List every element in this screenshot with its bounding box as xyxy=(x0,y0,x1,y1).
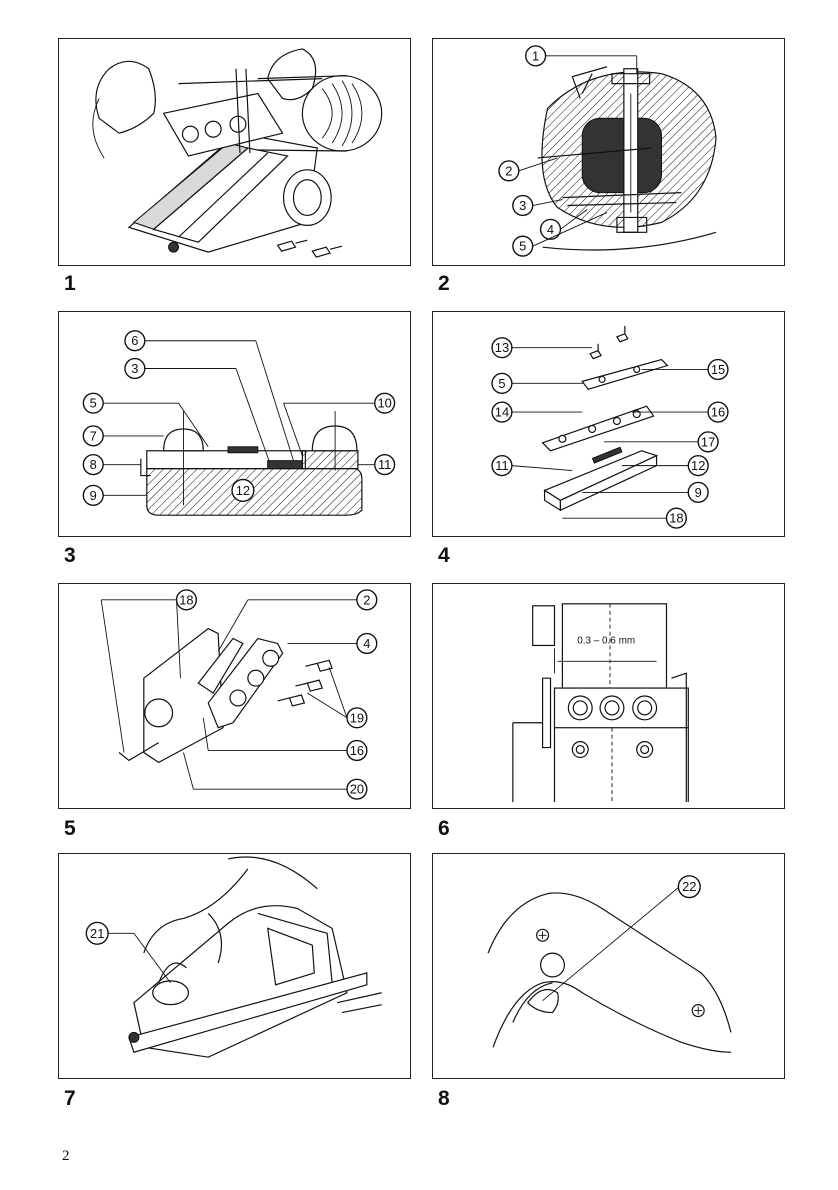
figure-number: 1 xyxy=(64,273,76,294)
figure-7-panel: 21 xyxy=(58,853,411,1079)
callout-4: 4 xyxy=(288,634,377,654)
callout-19: 19 xyxy=(307,667,366,727)
svg-text:18: 18 xyxy=(179,592,193,607)
svg-text:19: 19 xyxy=(350,710,364,725)
svg-text:8: 8 xyxy=(90,457,97,472)
figure-number: 3 xyxy=(64,545,76,566)
callout-9: 9 xyxy=(83,485,146,505)
figure-4-panel: 13 15 5 14 16 17 11 12 xyxy=(432,311,785,537)
figure-number: 7 xyxy=(64,1088,76,1109)
figure-5-illustration: 18 2 4 19 16 20 xyxy=(59,584,410,808)
svg-text:16: 16 xyxy=(350,743,364,758)
figure-6-panel: 0.3 – 0.6 mm xyxy=(432,583,785,809)
svg-text:5: 5 xyxy=(498,376,505,391)
callout-8: 8 xyxy=(83,455,140,475)
figure-1-panel xyxy=(58,38,411,266)
svg-text:13: 13 xyxy=(495,340,509,355)
figure-number: 8 xyxy=(438,1088,450,1109)
svg-text:2: 2 xyxy=(363,592,370,607)
callout-22: 22 xyxy=(543,876,701,1001)
figure-4-illustration: 13 15 5 14 16 17 11 12 xyxy=(433,312,784,536)
svg-text:12: 12 xyxy=(236,483,250,498)
svg-text:17: 17 xyxy=(701,434,715,449)
figure-6-illustration: 0.3 – 0.6 mm xyxy=(433,584,784,808)
callout-12: 12 xyxy=(232,480,254,502)
svg-text:9: 9 xyxy=(90,488,97,503)
callout-21: 21 xyxy=(86,922,170,982)
svg-text:5: 5 xyxy=(519,239,526,254)
callout-6: 6 xyxy=(125,331,293,461)
figure-number: 6 xyxy=(438,818,450,839)
callout-11: 11 xyxy=(358,455,395,475)
callout-1: 1 xyxy=(526,46,637,74)
svg-text:4: 4 xyxy=(547,222,554,237)
svg-text:11: 11 xyxy=(495,458,508,473)
figure-3-illustration: 6 3 5 10 7 8 11 9 12 xyxy=(59,312,410,536)
svg-text:14: 14 xyxy=(495,405,509,420)
figure-number: 2 xyxy=(438,273,450,294)
callout-11: 11 xyxy=(492,456,572,476)
figure-7-illustration: 21 xyxy=(59,854,410,1078)
svg-text:9: 9 xyxy=(695,485,702,500)
svg-text:15: 15 xyxy=(711,362,725,377)
svg-text:11: 11 xyxy=(378,457,391,472)
svg-text:12: 12 xyxy=(691,458,705,473)
figure-2-panel: 1 2 3 4 5 xyxy=(432,38,785,266)
page-number: 2 xyxy=(62,1148,70,1165)
svg-text:16: 16 xyxy=(711,405,725,420)
svg-text:4: 4 xyxy=(363,636,370,651)
svg-text:1: 1 xyxy=(532,48,539,63)
callout-13: 13 xyxy=(492,338,592,358)
callout-14: 14 xyxy=(492,402,582,422)
figure-1-illustration xyxy=(59,39,410,265)
figure-3-panel: 6 3 5 10 7 8 11 9 12 xyxy=(58,311,411,537)
svg-text:10: 10 xyxy=(377,396,391,411)
svg-text:2: 2 xyxy=(505,163,512,178)
callout-5: 5 xyxy=(492,373,584,393)
svg-text:20: 20 xyxy=(350,782,364,797)
callout-2: 2 xyxy=(218,590,377,651)
svg-text:3: 3 xyxy=(131,361,138,376)
figure-2-illustration: 1 2 3 4 5 xyxy=(433,39,784,265)
figure-5-panel: 18 2 4 19 16 20 xyxy=(58,583,411,809)
callout-18: 18 xyxy=(562,508,686,528)
svg-text:22: 22 xyxy=(682,879,696,894)
figure-8-panel: 22 xyxy=(432,853,785,1079)
svg-text:18: 18 xyxy=(669,511,683,526)
figure-number: 4 xyxy=(438,545,450,566)
callout-20: 20 xyxy=(183,752,366,799)
svg-text:3: 3 xyxy=(519,198,526,213)
figure-number: 5 xyxy=(64,818,76,839)
svg-text:6: 6 xyxy=(131,333,138,348)
figure-8-illustration: 22 xyxy=(433,854,784,1078)
svg-text:21: 21 xyxy=(90,926,104,941)
callout-7: 7 xyxy=(83,426,163,446)
svg-text:7: 7 xyxy=(90,428,97,443)
blade-projection-label: 0.3 – 0.6 mm xyxy=(577,635,635,646)
svg-text:5: 5 xyxy=(90,396,97,411)
